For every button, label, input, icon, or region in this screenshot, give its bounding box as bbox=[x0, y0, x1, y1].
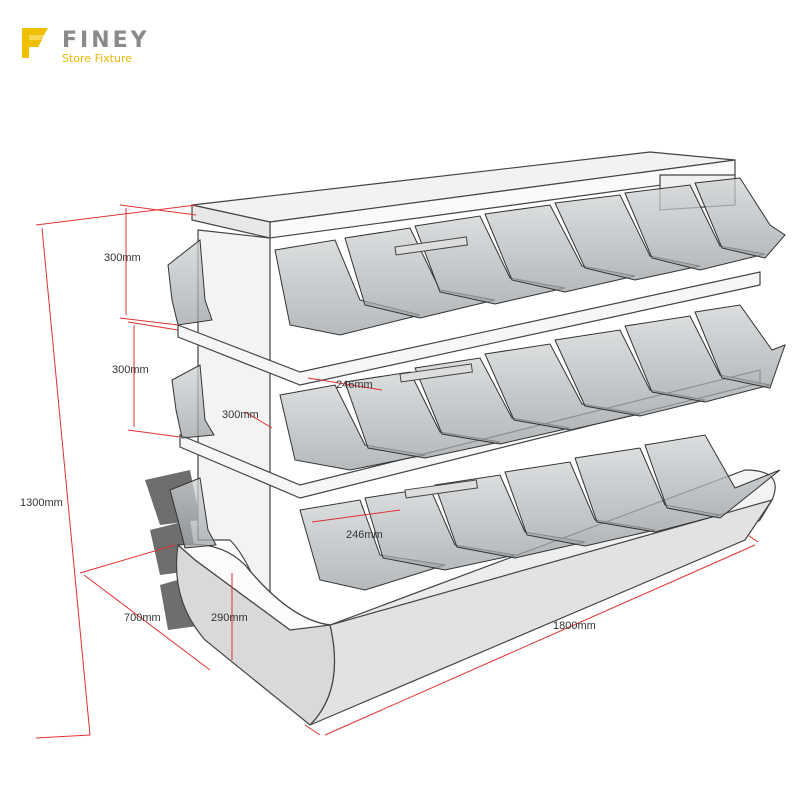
dim-bin-width-middle: 246mm bbox=[336, 379, 373, 391]
bin-tier-top bbox=[167, 177, 786, 336]
label-holders bbox=[394, 236, 478, 499]
dim-bin-depth: 300mm bbox=[222, 409, 259, 421]
brand-tagline: Store Fixture bbox=[62, 52, 132, 65]
dimension-lines bbox=[35, 204, 759, 739]
dim-depth: 700mm bbox=[124, 612, 161, 624]
brand-name: FINEY bbox=[62, 28, 150, 53]
finey-logo-icon bbox=[22, 28, 48, 58]
top-shelf bbox=[191, 151, 736, 239]
bin-tier-middle bbox=[171, 304, 786, 471]
dim-base-height: 290mm bbox=[211, 612, 248, 624]
dim-top-bin-height: 300mm bbox=[104, 252, 141, 264]
dim-length: 1800mm bbox=[553, 620, 596, 632]
dim-middle-bin-height: 300mm bbox=[112, 364, 149, 376]
dim-bin-width-lower: 246mm bbox=[346, 529, 383, 541]
bin-tier-lower bbox=[169, 434, 781, 591]
dim-total-height: 1300mm bbox=[20, 497, 63, 509]
